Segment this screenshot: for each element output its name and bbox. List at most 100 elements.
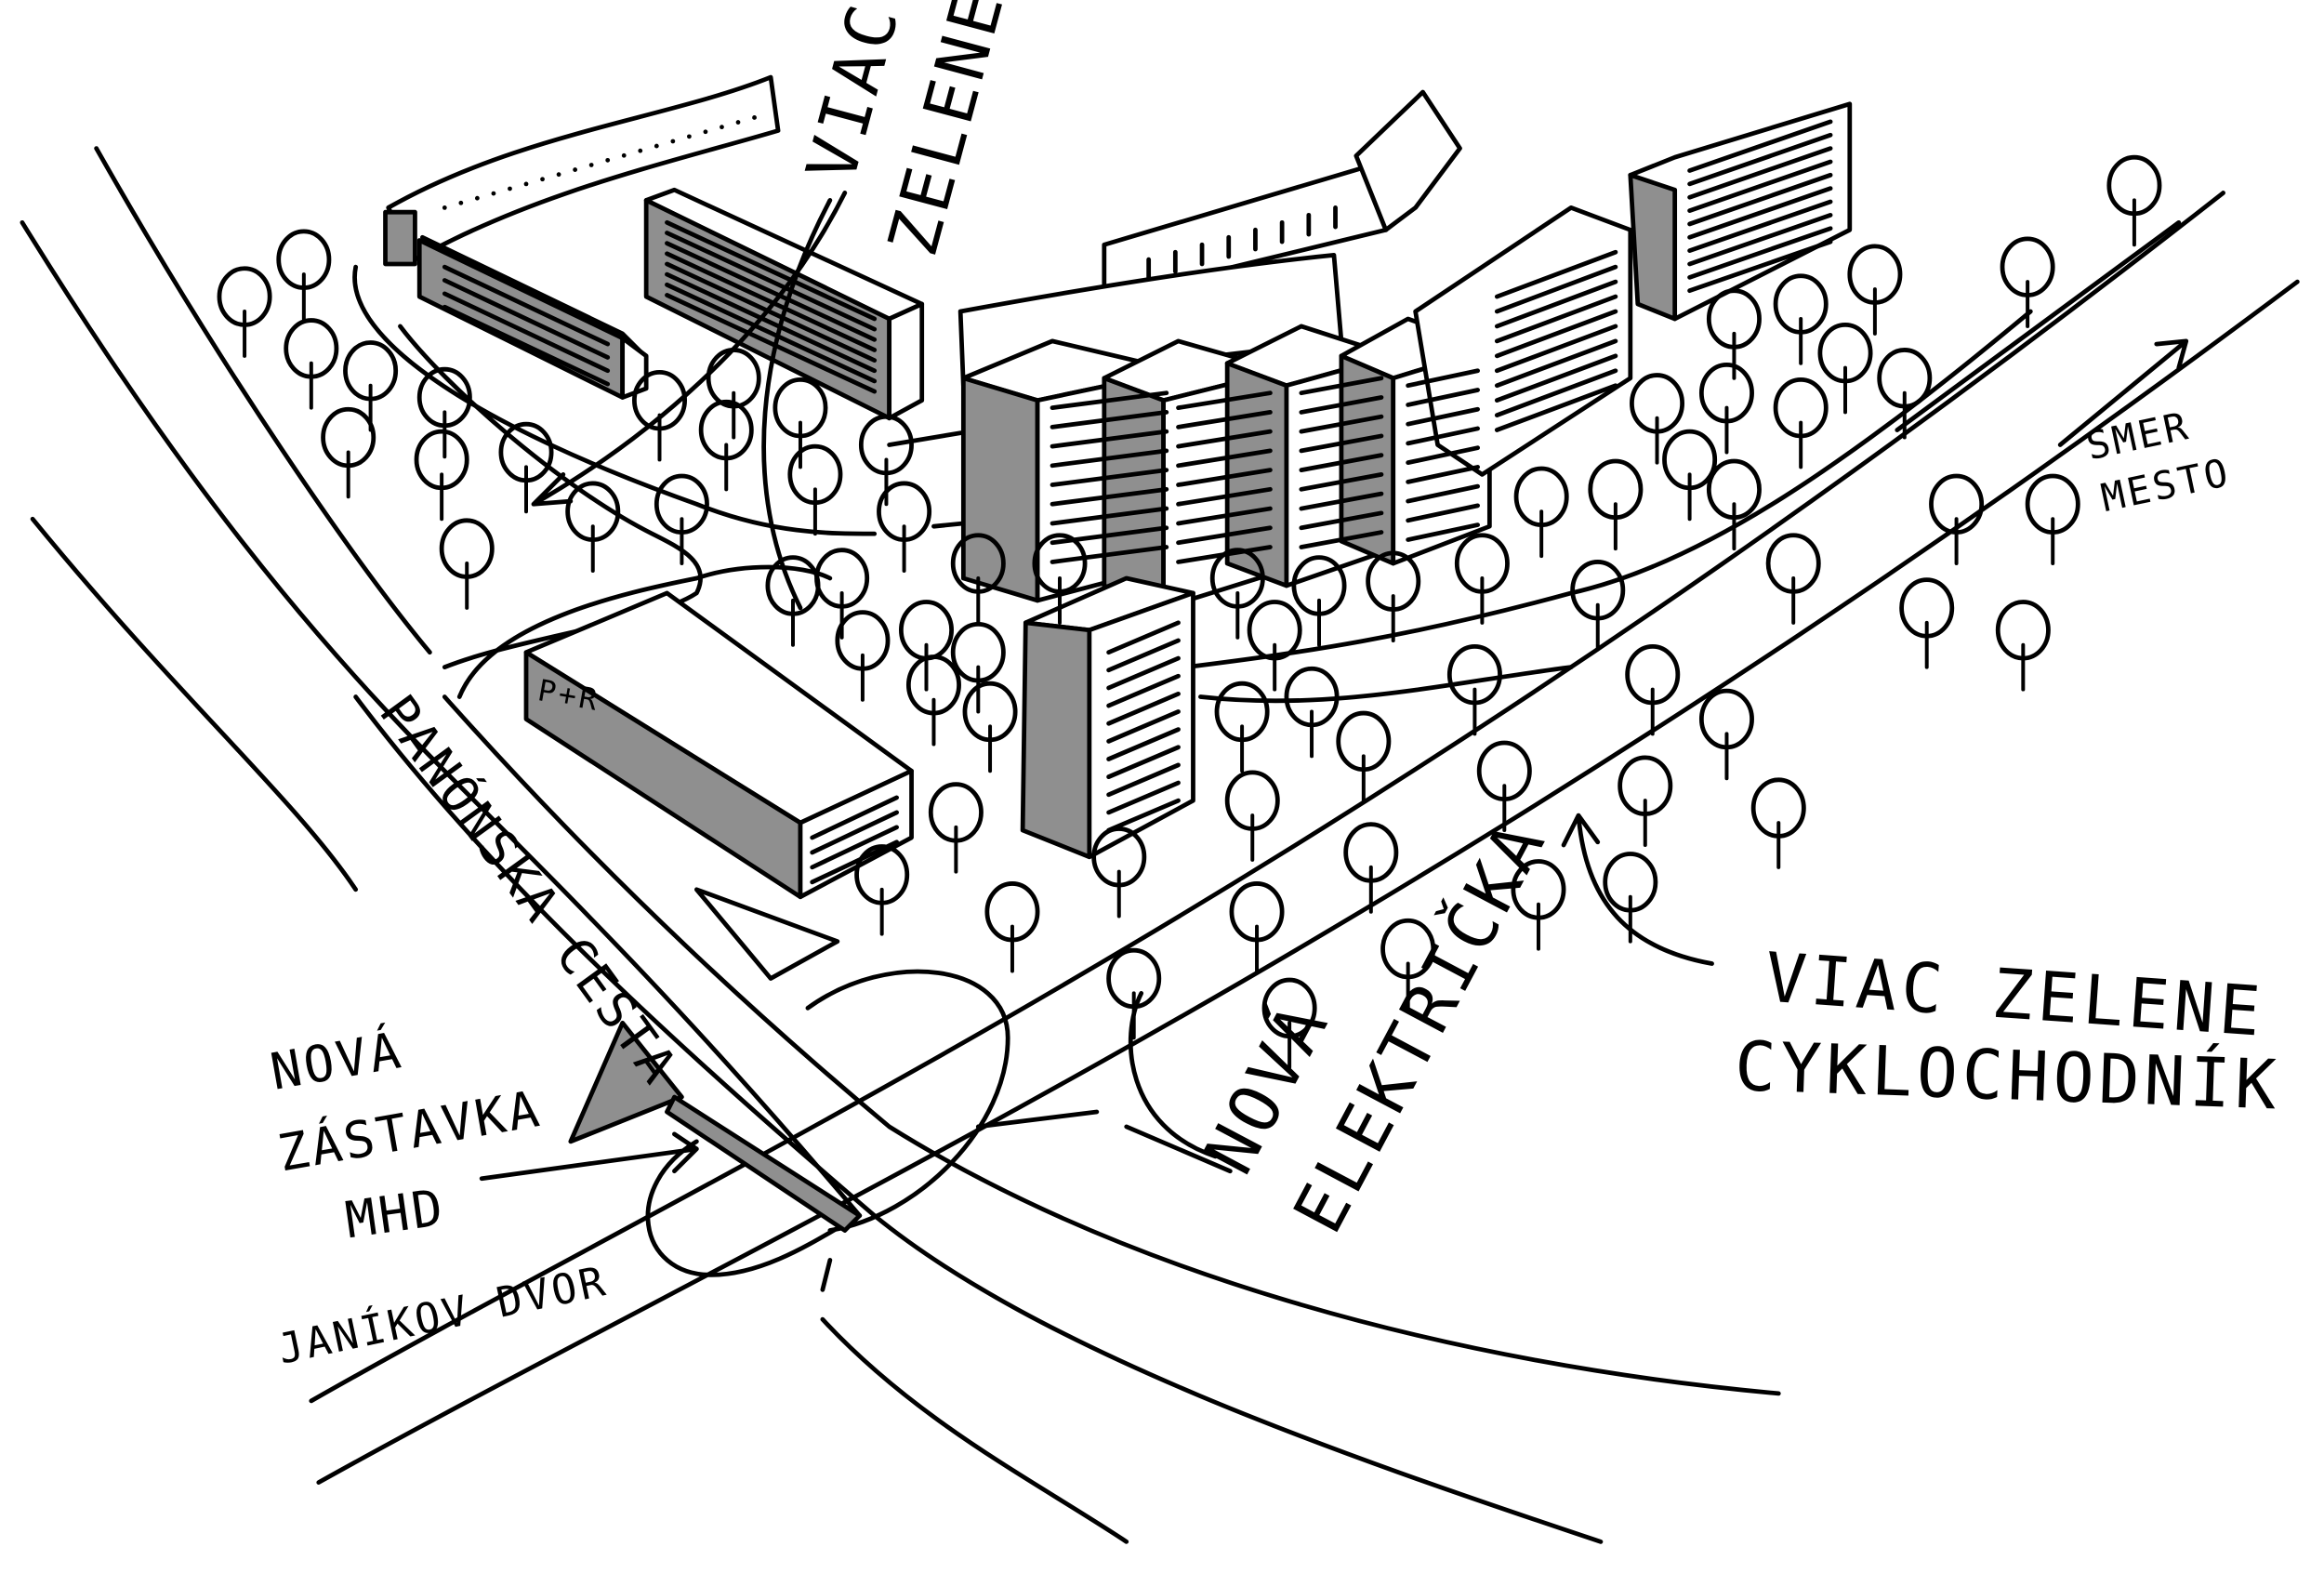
window-row bbox=[1494, 338, 1618, 389]
tree-icon bbox=[1765, 533, 1821, 625]
window-dot bbox=[686, 134, 692, 139]
window-dot bbox=[523, 181, 529, 187]
window-row bbox=[1299, 530, 1384, 549]
window-row bbox=[1176, 448, 1273, 469]
tree-icon bbox=[1343, 822, 1399, 914]
window-row bbox=[1406, 503, 1480, 523]
window-row bbox=[1687, 199, 1833, 254]
tree-icon bbox=[1773, 273, 1829, 365]
window-row bbox=[1406, 368, 1480, 389]
tree-icon bbox=[1247, 600, 1302, 692]
window-row bbox=[1494, 309, 1618, 359]
window-dot bbox=[491, 191, 496, 196]
tree-icon bbox=[1618, 755, 1673, 847]
tree-icon bbox=[962, 681, 1018, 773]
window-row bbox=[1050, 390, 1169, 411]
arrow-icon bbox=[761, 198, 833, 611]
window-row bbox=[1494, 264, 1618, 314]
stop-label-line3: MHD bbox=[342, 1178, 449, 1249]
tree-icon bbox=[772, 377, 828, 469]
tree-icon bbox=[1630, 373, 1685, 465]
window-row bbox=[1687, 146, 1833, 200]
window-dot bbox=[458, 200, 464, 205]
side-road bbox=[820, 1258, 1129, 1544]
stop-label-line4: JANÍKOV DVOR bbox=[273, 1256, 612, 1374]
window-row bbox=[1406, 406, 1480, 427]
window-row bbox=[1494, 279, 1618, 329]
tree-icon bbox=[787, 443, 843, 536]
road-loop bbox=[805, 969, 1010, 1233]
window-dot bbox=[588, 163, 594, 167]
window-row bbox=[665, 219, 878, 322]
window-row bbox=[1050, 410, 1169, 430]
window-row bbox=[665, 282, 878, 384]
window-row bbox=[442, 278, 611, 360]
window-row bbox=[1406, 483, 1480, 504]
window-row bbox=[1406, 388, 1480, 407]
stop-platform-edge bbox=[665, 1094, 863, 1233]
window-row bbox=[1494, 353, 1618, 403]
tree-icon bbox=[1706, 288, 1762, 380]
window-row bbox=[1176, 390, 1273, 411]
window-dot bbox=[752, 115, 757, 120]
window-row bbox=[1687, 186, 1833, 240]
tree-icon bbox=[1446, 643, 1502, 736]
window-row bbox=[810, 795, 899, 840]
tree-icon bbox=[1603, 852, 1658, 944]
tree-icon bbox=[632, 369, 687, 462]
window-row bbox=[1050, 545, 1169, 564]
arrow-icon bbox=[2057, 338, 2189, 447]
road-edge bbox=[20, 219, 863, 1218]
tree-icon bbox=[498, 421, 554, 514]
tower-block bbox=[1413, 205, 1633, 477]
tree-icon bbox=[854, 844, 910, 936]
window-dot bbox=[605, 157, 611, 163]
window-row bbox=[1494, 294, 1618, 344]
access-road bbox=[456, 564, 833, 699]
tree-icon bbox=[1476, 740, 1532, 833]
road-edge bbox=[30, 516, 359, 892]
window-row bbox=[1299, 414, 1384, 434]
road-loop bbox=[645, 1139, 863, 1277]
bus-stop-shelter bbox=[568, 1020, 684, 1144]
window-row bbox=[1106, 638, 1181, 673]
tree-icon bbox=[1209, 548, 1265, 640]
tree-icon bbox=[1877, 348, 1933, 440]
window-row bbox=[1176, 486, 1273, 507]
side-road bbox=[975, 1109, 1233, 1174]
window-dot bbox=[540, 177, 545, 182]
cycle-path-label: CYKLOCHODNÍK bbox=[1734, 1026, 2282, 1125]
window-row bbox=[1406, 465, 1480, 484]
tree-icon bbox=[276, 229, 332, 321]
tree-icon bbox=[439, 518, 495, 610]
tree-icon bbox=[343, 340, 399, 432]
slab-end bbox=[383, 209, 417, 267]
window-dot bbox=[475, 195, 480, 201]
window-row bbox=[1106, 762, 1181, 798]
window-row bbox=[1687, 119, 1833, 173]
tower-shade bbox=[1628, 172, 1678, 322]
tree-icon bbox=[1336, 710, 1392, 803]
arrow-icon bbox=[1561, 813, 1714, 966]
window-hatching bbox=[442, 115, 1833, 885]
slab-side bbox=[887, 301, 925, 421]
tree-icon bbox=[654, 473, 709, 566]
window-row bbox=[810, 810, 899, 855]
window-row bbox=[1299, 491, 1384, 511]
leader-line bbox=[1128, 991, 1218, 1159]
window-row bbox=[1176, 506, 1273, 526]
window-row bbox=[1299, 510, 1384, 531]
window-dot bbox=[654, 143, 659, 149]
window-row bbox=[1050, 486, 1169, 507]
buildings bbox=[383, 74, 1853, 1233]
tree-icon bbox=[858, 414, 914, 507]
tree-icon bbox=[1899, 577, 1955, 669]
window-row bbox=[1106, 655, 1181, 691]
window-row bbox=[1176, 410, 1273, 430]
window-dot bbox=[556, 172, 561, 178]
tree-icon bbox=[1817, 322, 1873, 415]
window-dot bbox=[573, 167, 578, 172]
window-row bbox=[665, 241, 878, 342]
tram-line bbox=[316, 279, 2300, 1485]
window-row bbox=[442, 264, 611, 347]
